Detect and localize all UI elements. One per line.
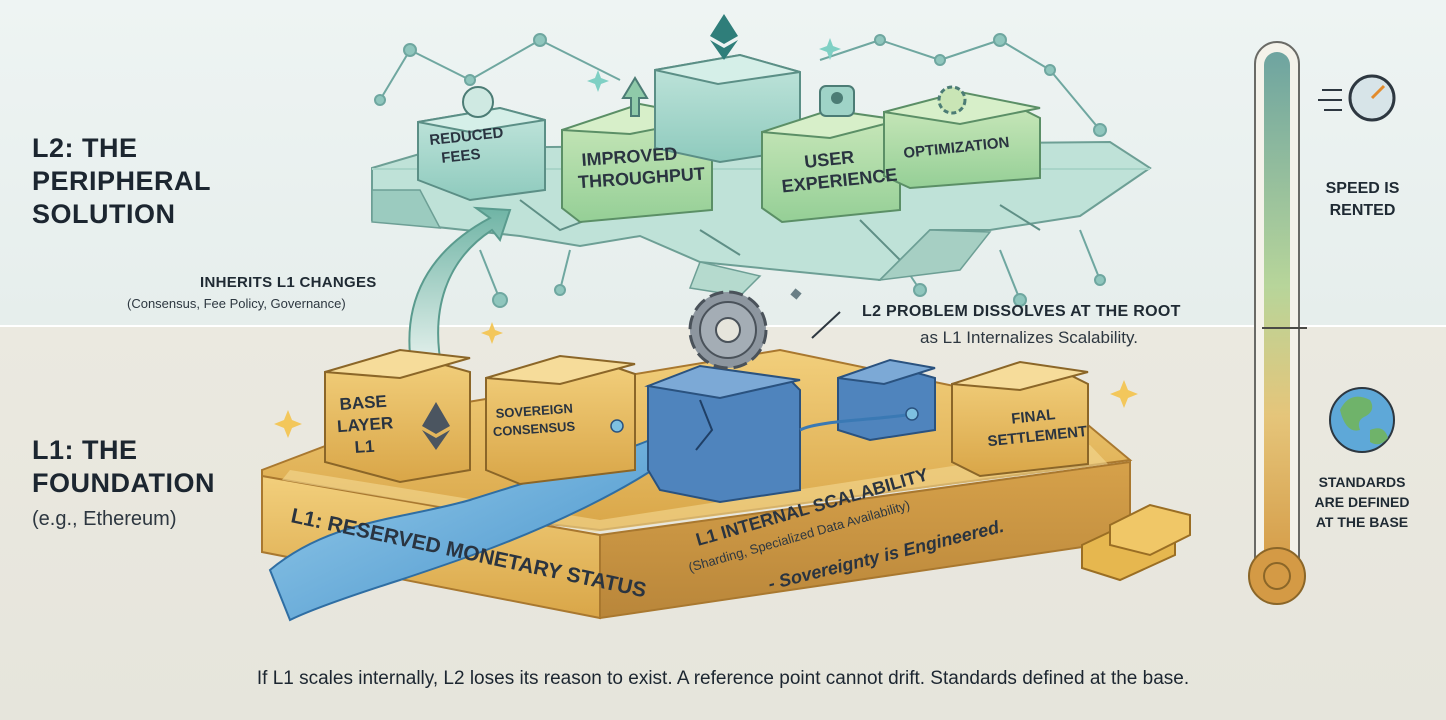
network-nodes [374, 33, 1107, 308]
dissolve-title: L2 PROBLEM DISSOLVES AT THE ROOT [862, 303, 1181, 320]
l2-title: L2: THE PERIPHERAL SOLUTION [32, 133, 212, 229]
base-layer-label: BASELAYERL1 [335, 391, 395, 458]
speedometer-icon [1318, 74, 1396, 122]
sparkle-icon [587, 38, 841, 92]
inherits-arrow [408, 206, 512, 371]
dissolve-sub: as L1 Internalizes Scalability. [920, 328, 1138, 347]
dollar-coin-icon [462, 86, 494, 118]
gear-icon [688, 290, 768, 370]
block-final-settlement [951, 360, 1089, 478]
block-sovereign-consensus [485, 354, 636, 486]
thermometer [1248, 41, 1307, 605]
sovereign-label: SOVEREIGNCONSENSUS [491, 401, 576, 440]
l1-subtitle: (e.g., Ethereum) [32, 508, 177, 530]
standards-label: STANDARDS ARE DEFINED AT THE BASE [1314, 474, 1410, 530]
block-optimization [883, 85, 1041, 190]
footer-statement: If L1 scales internally, L2 loses its re… [256, 668, 1190, 689]
globe-icon [1263, 562, 1291, 590]
arrows-up-icon [621, 76, 649, 117]
speed-rented-label: SPEED IS RENTED [1325, 180, 1400, 219]
fees-label: REDUCEDFEES [429, 124, 507, 168]
block-reduced-fees [417, 86, 546, 202]
ethereum-icon [422, 402, 450, 450]
inherits-sub: (Consensus, Fee Policy, Governance) [127, 296, 346, 311]
dissolve-pointer [811, 311, 841, 339]
inherits-title: INHERITS L1 CHANGES [200, 274, 377, 291]
block-blue-small [610, 358, 936, 442]
l1-title: L1: THE FOUNDATION [32, 435, 215, 498]
block-base-layer [324, 348, 471, 484]
globe-icon [1329, 387, 1395, 453]
ethereum-icon [710, 14, 738, 60]
block-broken-blue [644, 364, 801, 504]
sparkle-icon [274, 322, 1138, 438]
gear-icon [937, 85, 967, 115]
gold-bars-icon [1081, 503, 1191, 582]
block-user-experience [761, 85, 901, 224]
